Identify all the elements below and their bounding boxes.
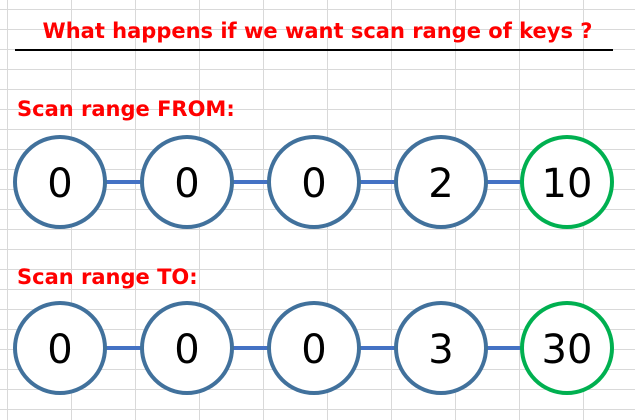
to-node-value-1: 0 — [47, 327, 72, 373]
diagram-title: What happens if we want scan range of ke… — [42, 19, 593, 43]
to-node-circle-1 — [13, 301, 107, 395]
to-node-value-4: 3 — [428, 327, 453, 373]
from-node-value-1: 0 — [47, 161, 72, 207]
to-node-circle-4 — [394, 301, 488, 395]
to-node-value-5: 30 — [542, 327, 593, 373]
from-node-circle-2 — [140, 135, 234, 229]
from-node-value-2: 0 — [174, 161, 199, 207]
scan-to-label: Scan range TO: — [17, 265, 198, 289]
title-underline — [15, 49, 613, 51]
to-node-5: 30 — [520, 301, 614, 395]
scan-from-label: Scan range FROM: — [17, 97, 235, 121]
from-node-circle-5 — [520, 135, 614, 229]
from-node-3: 0 — [267, 135, 361, 229]
to-node-circle-3 — [267, 301, 361, 395]
to-node-value-3: 0 — [301, 327, 326, 373]
scan-from-chain: 0 0 0 2 10 — [13, 135, 614, 229]
to-node-4: 3 — [394, 301, 488, 395]
to-node-2: 0 — [140, 301, 234, 395]
to-node-circle-2 — [140, 301, 234, 395]
from-node-circle-1 — [13, 135, 107, 229]
from-node-5: 10 — [520, 135, 614, 229]
to-node-circle-5 — [520, 301, 614, 395]
to-node-value-2: 0 — [174, 327, 199, 373]
from-node-value-5: 10 — [542, 161, 593, 207]
from-node-2: 0 — [140, 135, 234, 229]
from-node-value-3: 0 — [301, 161, 326, 207]
from-node-4: 2 — [394, 135, 488, 229]
from-node-circle-4 — [394, 135, 488, 229]
from-node-1: 0 — [13, 135, 107, 229]
from-node-circle-3 — [267, 135, 361, 229]
scan-to-chain: 0 0 0 3 30 — [13, 301, 614, 395]
to-node-1: 0 — [13, 301, 107, 395]
to-node-3: 0 — [267, 301, 361, 395]
from-node-value-4: 2 — [428, 161, 453, 207]
